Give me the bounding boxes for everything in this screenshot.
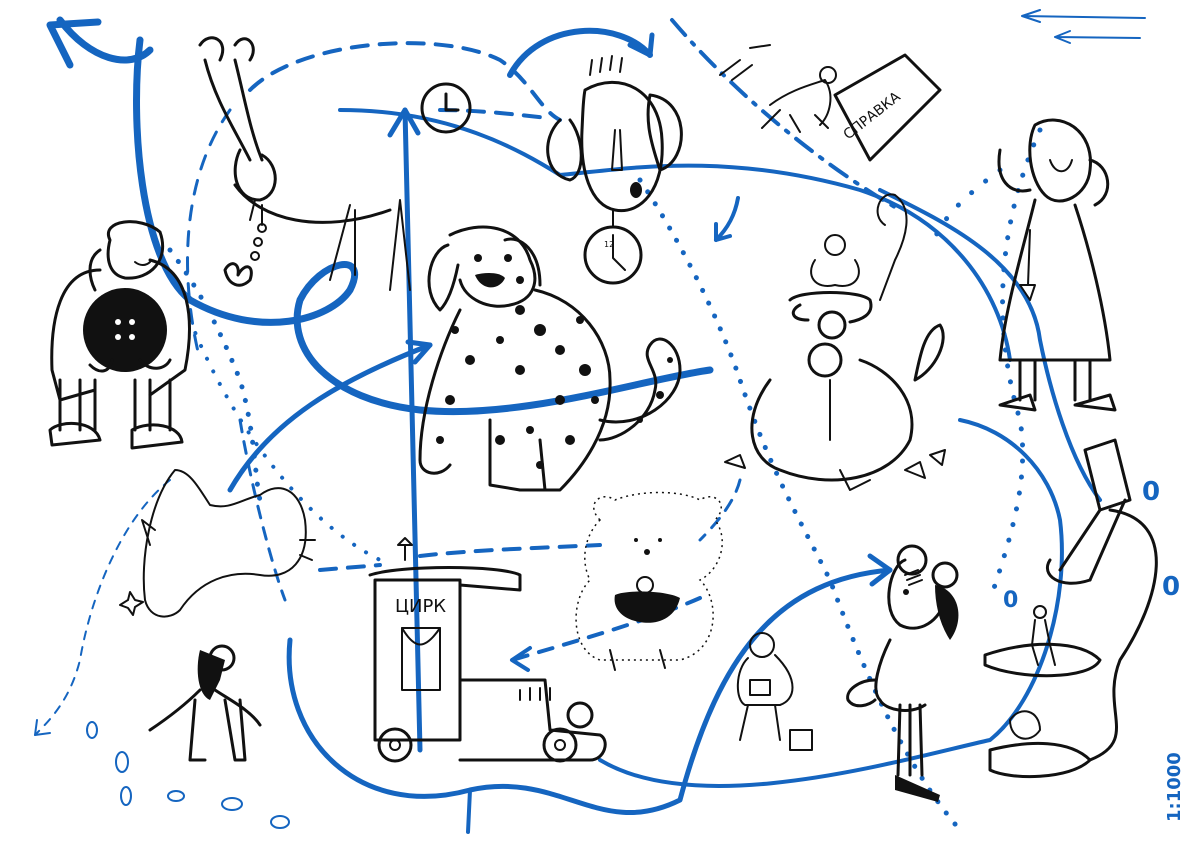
blue-routes: 0 0 0 1:1000	[34, 9, 1185, 834]
woman-with-headphones	[997, 118, 1117, 412]
footprints	[86, 721, 290, 829]
big-button	[83, 288, 167, 372]
human-pyramid	[724, 193, 946, 491]
map-scale: 1:1000	[1164, 752, 1185, 822]
zero-mark: 0	[1162, 572, 1180, 602]
svg-text:12: 12	[604, 240, 614, 249]
dalmatian-dog	[418, 225, 682, 492]
big-eared-person	[846, 544, 959, 802]
person-with-bag	[736, 632, 813, 751]
zero-mark: 0	[1142, 477, 1160, 507]
paper-bird	[119, 469, 316, 618]
microscope	[983, 438, 1158, 778]
circus-wagon: ЦИРК	[368, 537, 607, 763]
clock-icon	[420, 82, 472, 134]
elephant-figure: 12	[546, 55, 683, 285]
hanging-acrobat	[198, 36, 411, 291]
person-with-button	[48, 220, 191, 450]
dotted-bear	[575, 491, 723, 671]
zero-mark: 0	[1003, 588, 1018, 613]
circus-label: ЦИРК	[395, 596, 446, 617]
dark-haired-person	[148, 644, 262, 762]
